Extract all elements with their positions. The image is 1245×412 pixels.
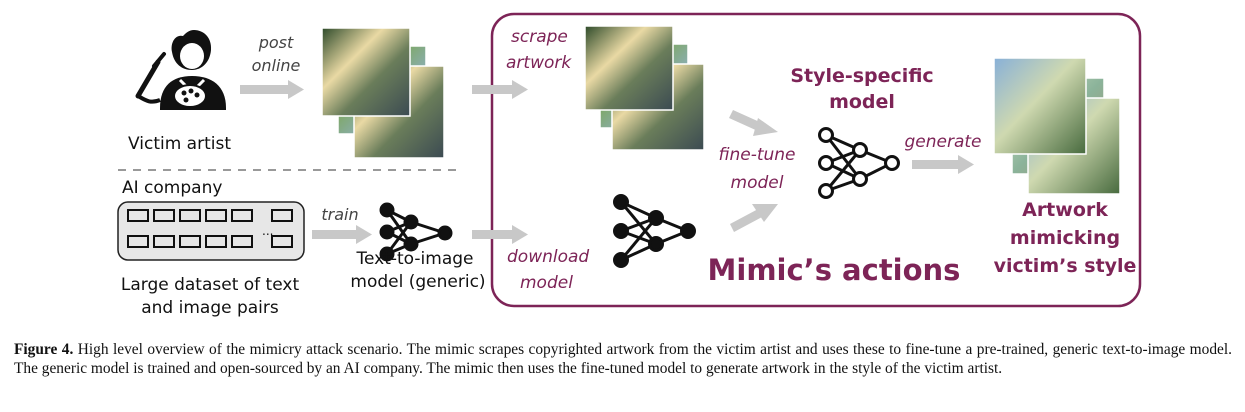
finetune-arrow-upper	[729, 110, 778, 136]
artist-icon	[135, 30, 226, 110]
generated-artwork-stack	[993, 57, 1121, 195]
mimic-actions-box	[490, 12, 1142, 308]
train-arrow	[312, 225, 372, 244]
download-label: download	[507, 247, 589, 267]
t2i-label-line2: model (generic)	[350, 272, 485, 292]
scrape-arrow	[472, 80, 528, 99]
output-label-line1: Artwork	[1022, 199, 1108, 221]
caption-text: High level overview of the mimicry attac…	[14, 341, 1232, 377]
output-label-line3: victim’s style	[994, 255, 1137, 277]
finetune-label: fine-tune	[718, 145, 795, 165]
generic-model-network	[379, 202, 453, 262]
style-specific-model-network	[818, 127, 900, 199]
train-label: train	[321, 205, 358, 224]
scrape-label: scrape	[511, 27, 568, 47]
ai-company-label: AI company	[122, 178, 222, 198]
post-label: post	[258, 33, 294, 52]
style-model-label-line1: Style-specific	[790, 65, 933, 87]
mimic-actions-label: Mimic’s actions	[708, 253, 961, 287]
posted-artwork-stack	[321, 27, 445, 159]
t2i-label-line1: Text-to-image	[356, 249, 474, 269]
generate-arrow	[912, 155, 974, 174]
victim-artist-label: Victim artist	[128, 134, 231, 154]
output-label-line2: mimicking	[1010, 227, 1120, 249]
post-online-arrow	[240, 80, 304, 99]
download-arrow	[472, 225, 528, 244]
download-model-label: model	[520, 273, 573, 293]
diagram-canvas: Victim artist post online AI company	[117, 12, 1142, 318]
caption-label: Figure 4.	[14, 341, 74, 358]
dataset-label-line2: and image pairs	[141, 298, 279, 318]
dataset-ellipsis: ...	[262, 224, 273, 238]
downloaded-model-network	[613, 194, 696, 268]
online-label: online	[252, 56, 301, 75]
finetune-model-label: model	[731, 173, 784, 193]
artwork-label: artwork	[506, 53, 572, 73]
figure-caption: Figure 4. High level overview of the mim…	[14, 340, 1232, 378]
style-model-label-line2: model	[829, 91, 895, 113]
dataset-label-line1: Large dataset of text	[121, 275, 300, 295]
scraped-artwork-stack	[584, 25, 705, 151]
finetune-arrow-lower	[730, 204, 778, 232]
generate-label: generate	[904, 132, 981, 152]
dataset-icon: ...	[117, 201, 305, 261]
